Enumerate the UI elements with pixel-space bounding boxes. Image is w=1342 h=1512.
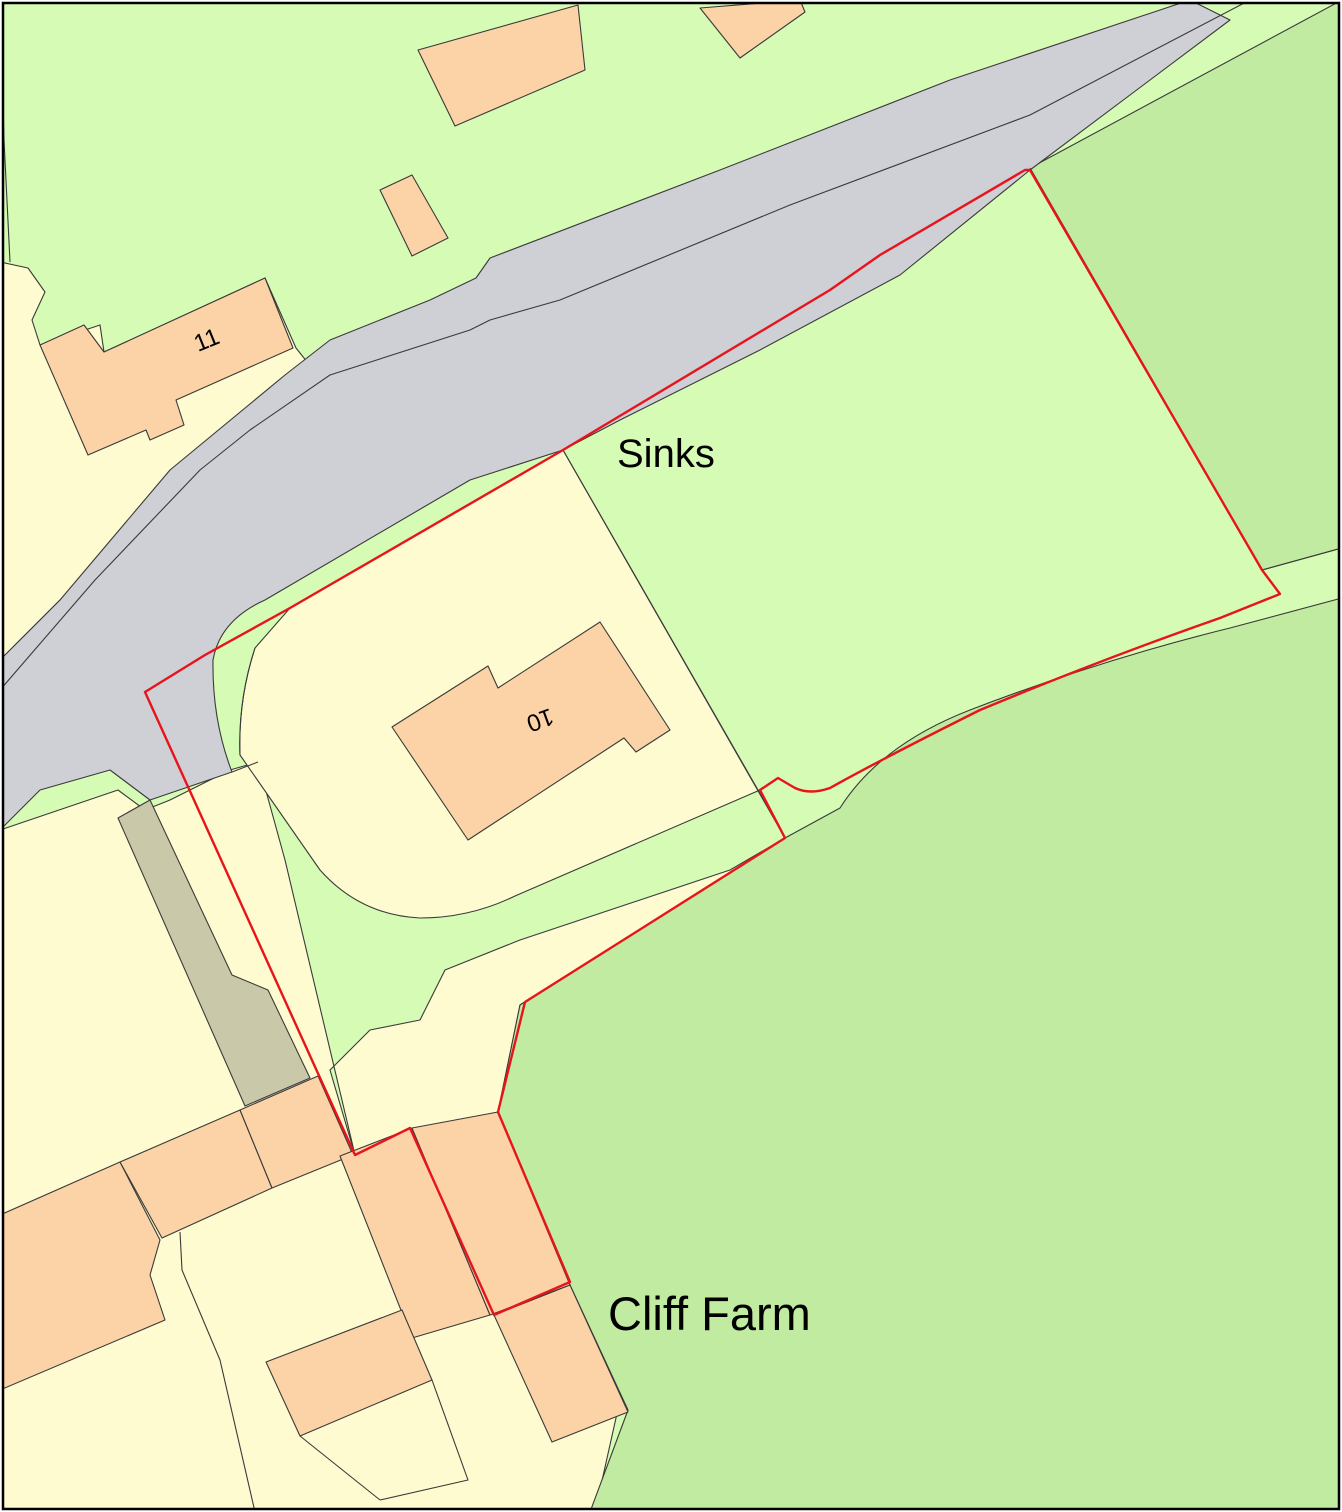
site-boundary [143, 168, 1282, 1317]
building-cliff-f [493, 1284, 629, 1443]
road [4, 4, 1231, 827]
label-cliff-farm: Cliff Farm [608, 1287, 811, 1340]
building-house-11 [39, 277, 294, 456]
label-sinks: Sinks [617, 432, 715, 476]
building-house-10 [391, 621, 671, 841]
field-south [497, 598, 1338, 1508]
road-verge-line [4, 4, 1244, 687]
building-top-right [699, 4, 806, 59]
building-top [417, 4, 586, 127]
footpath [117, 799, 311, 1107]
building-small [379, 174, 449, 257]
